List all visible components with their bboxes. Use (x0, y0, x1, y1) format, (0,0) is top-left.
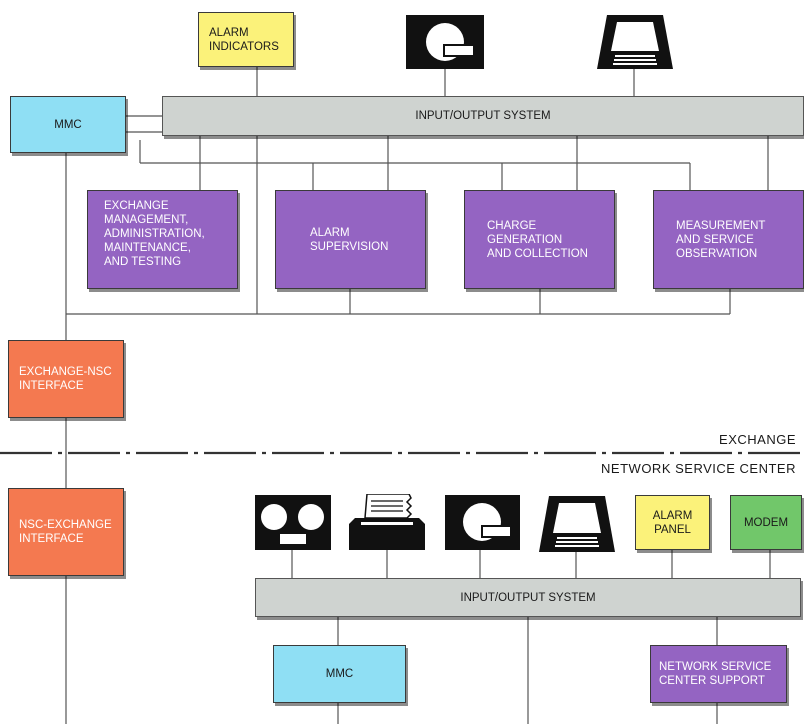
nsc-io-system-bus: INPUT/OUTPUT SYSTEM (255, 578, 801, 617)
exchange-label: EXCHANGE (719, 432, 796, 447)
measurement-observation-box: MEASUREMENT AND SERVICE OBSERVATION (653, 190, 804, 289)
alarm-panel-box: ALARM PANEL (635, 495, 710, 550)
terminal-icon (539, 496, 615, 552)
disk-drive-icon (445, 495, 520, 550)
modem-box: MODEM (730, 495, 802, 550)
network-service-center-label: NETWORK SERVICE CENTER (601, 461, 796, 476)
mmc-box: MMC (10, 96, 126, 153)
nsc-mmc-box: MMC (273, 645, 406, 703)
alarm-indicators-box: ALARM INDICATORS (198, 12, 294, 67)
nsc-support-box: NETWORK SERVICE CENTER SUPPORT (650, 645, 787, 703)
alarm-supervision-box: ALARM SUPERVISION (275, 190, 426, 289)
exchange-management-box: EXCHANGE MANAGEMENT, ADMINISTRATION, MAI… (87, 190, 238, 289)
terminal-icon (597, 15, 673, 69)
printer-icon (349, 494, 425, 550)
io-system-bus: INPUT/OUTPUT SYSTEM (162, 96, 804, 136)
exchange-nsc-interface-box: EXCHANGE-NSC INTERFACE (8, 340, 124, 418)
charge-generation-box: CHARGE GENERATION AND COLLECTION (464, 190, 615, 289)
tape-drive-icon (255, 495, 331, 550)
nsc-exchange-interface-box: NSC-EXCHANGE INTERFACE (8, 488, 124, 576)
disk-drive-icon (406, 15, 484, 69)
